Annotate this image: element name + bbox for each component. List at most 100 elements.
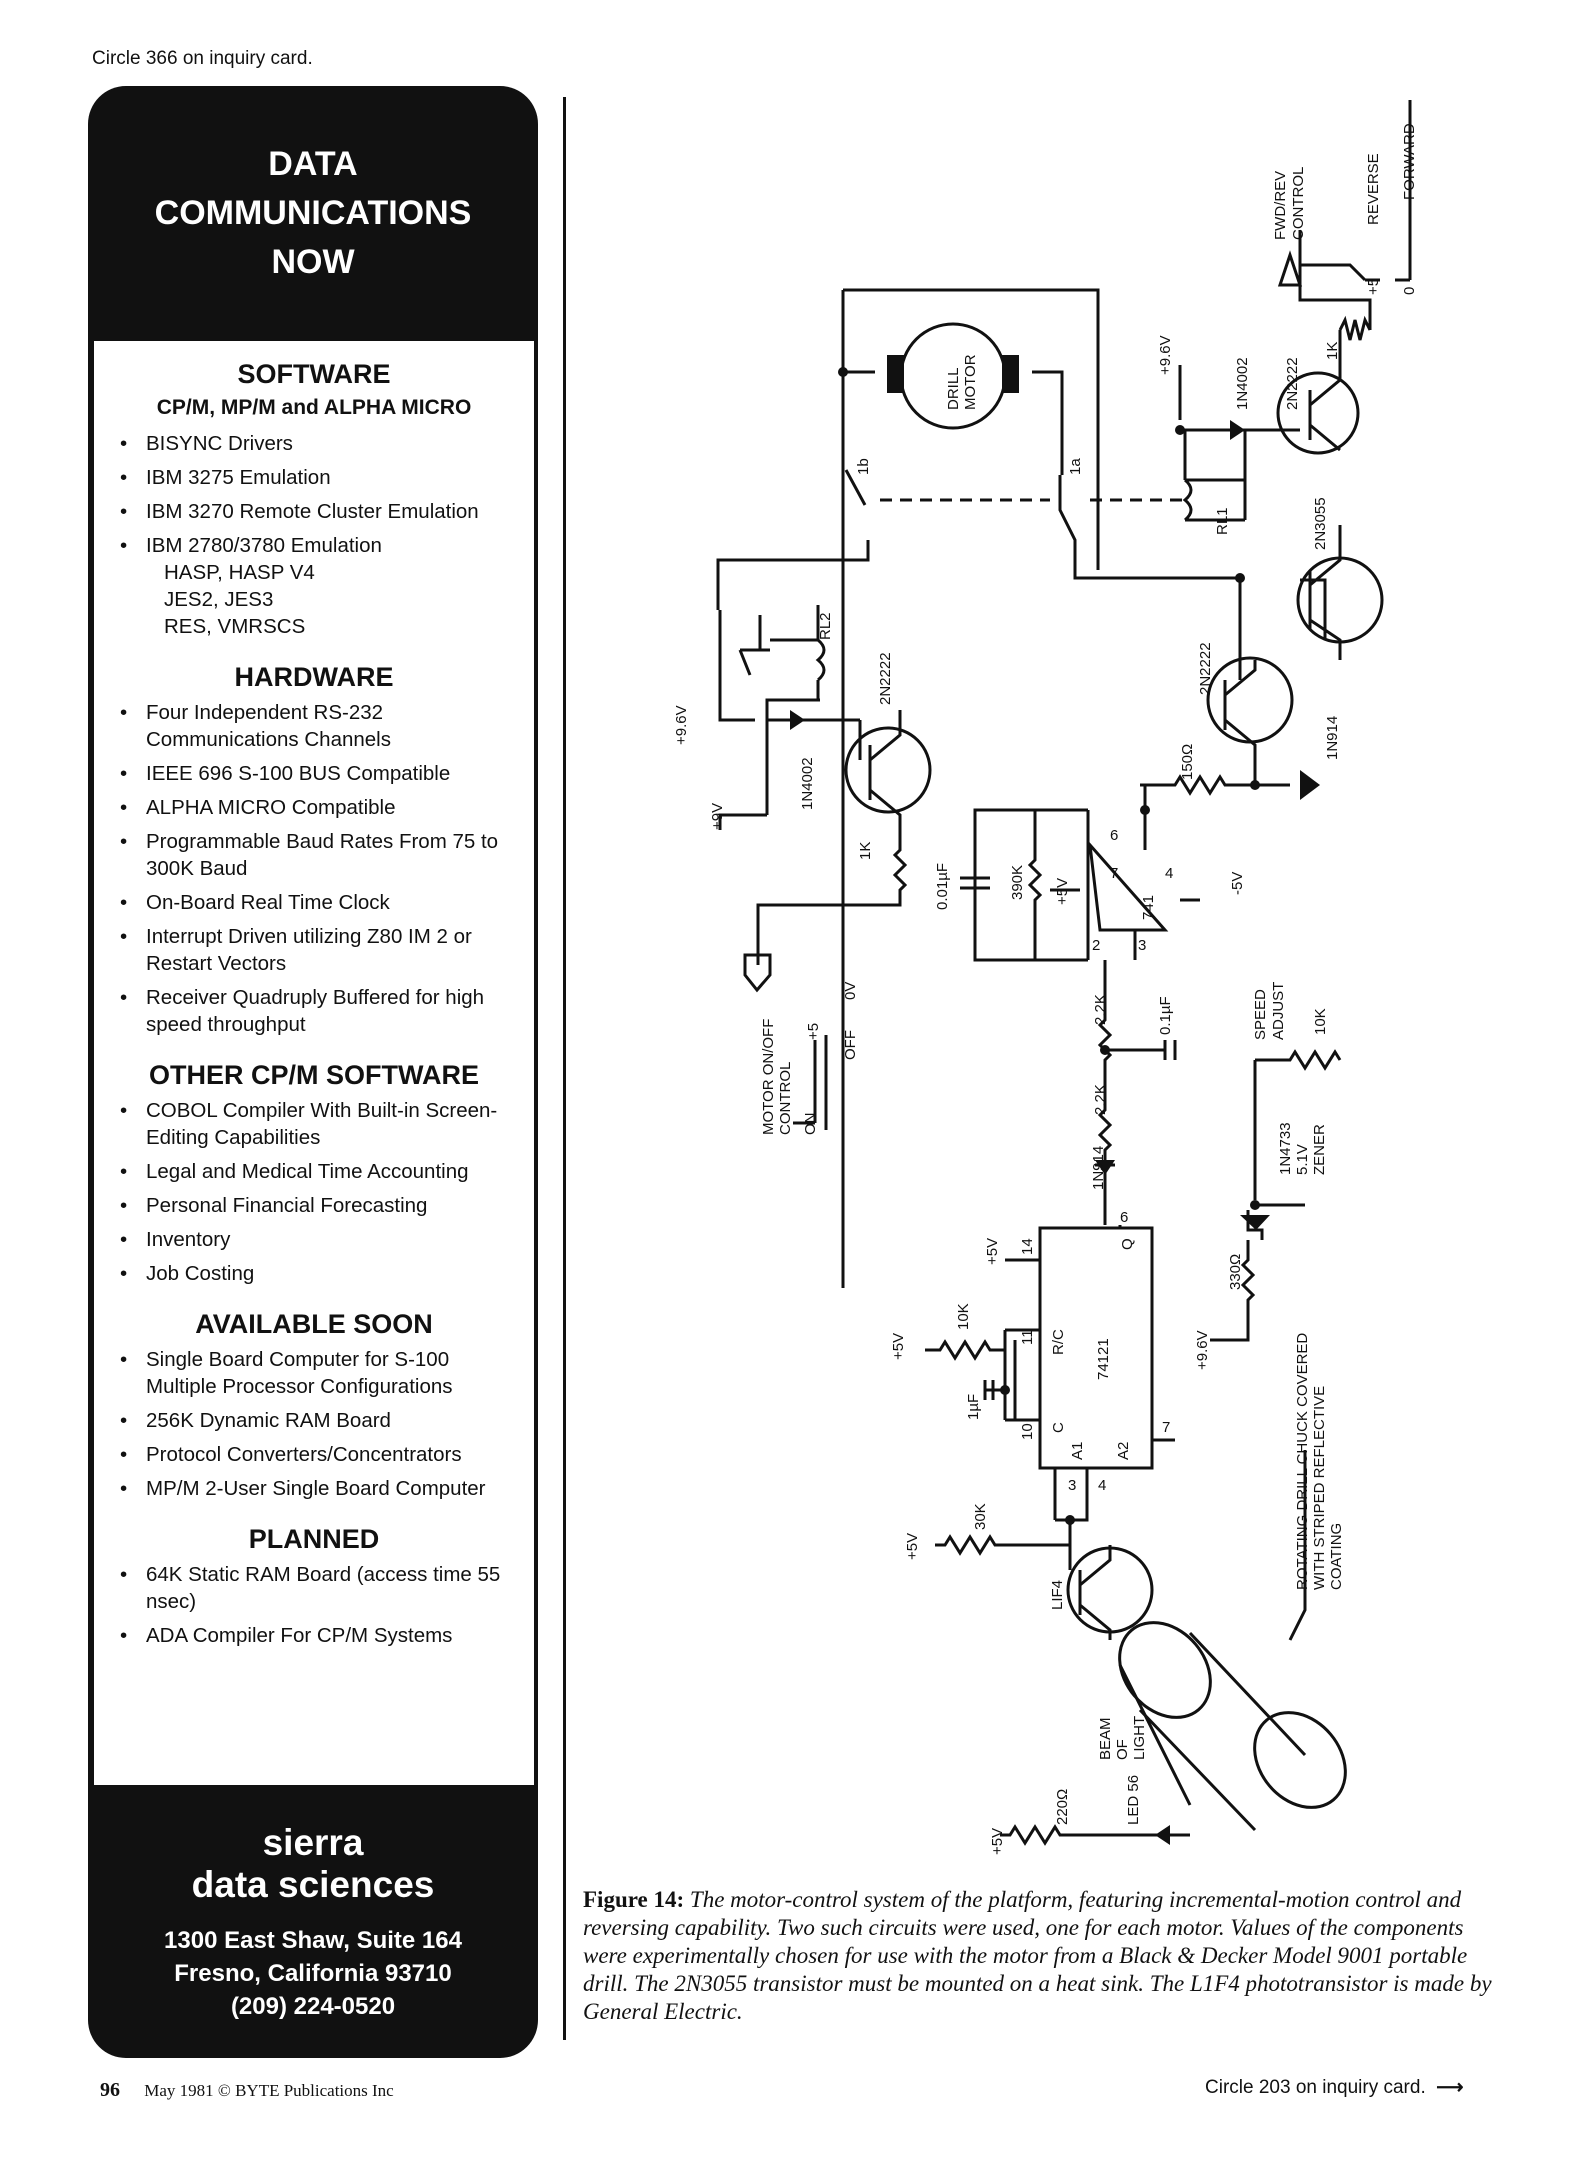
company-phone: (209) 224-0520 [230,1993,396,2020]
page-footer: 96 May 1981 © BYTE Publications Inc [100,2079,394,2102]
ad-feature-text: Programmable Baud Rates From 75 to 300K … [146,830,499,880]
ad-feature-text: Personal Financial Forecasting [146,1194,428,1217]
ad-feature-text: Receiver Quadruply Buffered for high spe… [146,986,485,1036]
resistor-label: 1K [1324,342,1341,360]
ad-feature-text: BISYNC Drivers [146,432,293,455]
on-label: ON [802,1113,819,1136]
ad-feature-item: Personal Financial Forecasting [116,1192,506,1219]
beam-label: LIGHT [1131,1716,1148,1760]
capacitor-label: 1µF [965,1394,982,1420]
ad-feature-item: IBM 3270 Remote Cluster Emulation [116,498,506,525]
company-address-line: 1300 East Shaw, Suite 164 [164,1927,462,1954]
schematic-labels: FWD/REV CONTROL REVERSE FORWARD +5 0 +9.… [673,123,1418,1855]
ad-feature-list: Single Board Computer for S-100 Multiple… [94,1346,534,1502]
page-number: 96 [100,2079,120,2101]
company-name-line1: sierra [262,1822,364,1863]
ad-feature-text: On-Board Real Time Clock [146,891,390,914]
ad-feature-item: 64K Static RAM Board (access time 55 nse… [116,1561,506,1615]
speed-adjust-label: ADJUST [1270,982,1287,1040]
ad-feature-text: MP/M 2-User Single Board Computer [146,1477,486,1500]
reverse-label: REVERSE [1365,153,1382,225]
ad-feature-text: ADA Compiler For CP/M Systems [146,1624,453,1647]
off-label: OFF [842,1030,859,1060]
pin-label: 10 [1019,1423,1036,1440]
diode-label: 1N4002 [799,757,816,810]
company-name-line2: data sciences [191,1864,435,1905]
ad-feature-text: IEEE 696 S-100 BUS Compatible [146,762,451,785]
ic-pin-label: A2 [1115,1442,1132,1460]
zero-label: 0 [1401,287,1418,295]
led-label: LED 56 [1125,1775,1142,1825]
opamp-label: 741 [1140,895,1157,920]
resistor-label: 10K [1312,1008,1329,1035]
ad-company-block: sierra data sciences 1300 East Shaw, Sui… [88,1822,538,2023]
ad-feature-text: 64K Static RAM Board (access time 55 nse… [146,1563,501,1613]
resistor-label: 390K [1009,865,1026,900]
ic-pin-label: R/C [1050,1329,1067,1355]
ad-feature-text: ALPHA MICRO Compatible [146,796,396,819]
arrow-right-icon: ⟶ [1431,2077,1464,2098]
ad-headline: DATA COMMUNICATIONS NOW [88,140,538,287]
supply-label: +5V [989,1828,1006,1855]
resistor-label: 220Ω [1054,1789,1071,1825]
motor-onoff-label: CONTROL [777,1062,794,1135]
ad-feature-item: Four Independent RS-232 Communications C… [116,699,506,753]
ad-feature-item: Interrupt Driven utilizing Z80 IM 2 or R… [116,923,506,977]
transistor-label: 2N2222 [877,652,894,705]
pin-label: 14 [1019,1238,1036,1255]
ad-section-title: HARDWARE [234,662,394,692]
fwd-rev-label: CONTROL [1290,167,1307,240]
ic-label: 74121 [1095,1338,1112,1380]
fwd-rev-label: FWD/REV [1272,171,1289,240]
ad-headline-line: NOW [271,243,355,281]
chuck-label: ROTATING DRILL CHUCK COVERED [1294,1333,1311,1590]
ic-pin-label: C [1050,1422,1067,1433]
ad-feature-item: ALPHA MICRO Compatible [116,794,506,821]
supply-label: +5V [904,1533,921,1560]
pin-label: 6 [1110,827,1118,844]
ad-headline-line: COMMUNICATIONS [154,194,472,232]
ad-feature-item: Single Board Computer for S-100 Multiple… [116,1346,506,1400]
bottom-inquiry-note: Circle 203 on inquiry card. ⟶ [1205,2076,1464,2099]
ad-feature-text: Job Costing [146,1262,255,1285]
ad-feature-subitem: RES, VMRSCS [164,615,306,638]
switch-label: 1b [855,458,872,475]
supply-label: -5V [1229,872,1246,895]
ad-feature-list: BISYNC DriversIBM 3275 EmulationIBM 3270… [94,430,534,640]
ad-feature-item: MP/M 2-User Single Board Computer [116,1475,506,1502]
ad-feature-text: Legal and Medical Time Accounting [146,1160,469,1183]
plus5-label: +5 [1365,278,1382,295]
capacitor-label: 0.01µF [934,863,951,910]
zener-label: 5.1V [1294,1144,1311,1175]
forward-label: FORWARD [1401,123,1418,200]
chuck-label: COATING [1328,1523,1345,1590]
ad-feature-item: Receiver Quadruply Buffered for high spe… [116,984,506,1038]
ad-section-title: PLANNED [248,1524,380,1554]
figure-caption-text: The motor-control system of the platform… [583,1887,1492,2024]
column-divider [563,97,566,2040]
ad-feature-item: ADA Compiler For CP/M Systems [116,1622,506,1649]
ad-feature-item: Job Costing [116,1260,506,1287]
phototransistor-label: LIF4 [1049,1580,1066,1610]
diode-label: 1N4002 [1234,357,1251,410]
ad-feature-text: Protocol Converters/Concentrators [146,1443,462,1466]
ad-feature-subitem: HASP, HASP V4 [164,561,315,584]
ad-feature-item: COBOL Compiler With Built-in Screen-Edit… [116,1097,506,1151]
figure-label: Figure 14: [583,1887,685,1912]
company-address-line: Fresno, California 93710 [174,1960,452,1987]
diode-label: 1N914 [1090,1146,1107,1190]
ad-feature-text: Four Independent RS-232 Communications C… [146,701,391,751]
diode-label: 1N914 [1324,716,1341,760]
resistor-label: 2.2K [1092,994,1109,1025]
ad-feature-item: Protocol Converters/Concentrators [116,1441,506,1468]
ic-pin-label: A1 [1069,1442,1086,1460]
ad-feature-text: Single Board Computer for S-100 Multiple… [146,1348,453,1398]
supply-label: +9V [709,803,726,830]
pin-label: 11 [1019,1329,1036,1345]
ad-section-title: OTHER CP/M SOFTWARE [149,1060,479,1090]
ad-feature-text: IBM 3270 Remote Cluster Emulation [146,500,479,523]
zener-label: 1N4733 [1277,1122,1294,1175]
relay-label: RL2 [817,612,834,640]
pin-label: 3 [1138,937,1146,954]
